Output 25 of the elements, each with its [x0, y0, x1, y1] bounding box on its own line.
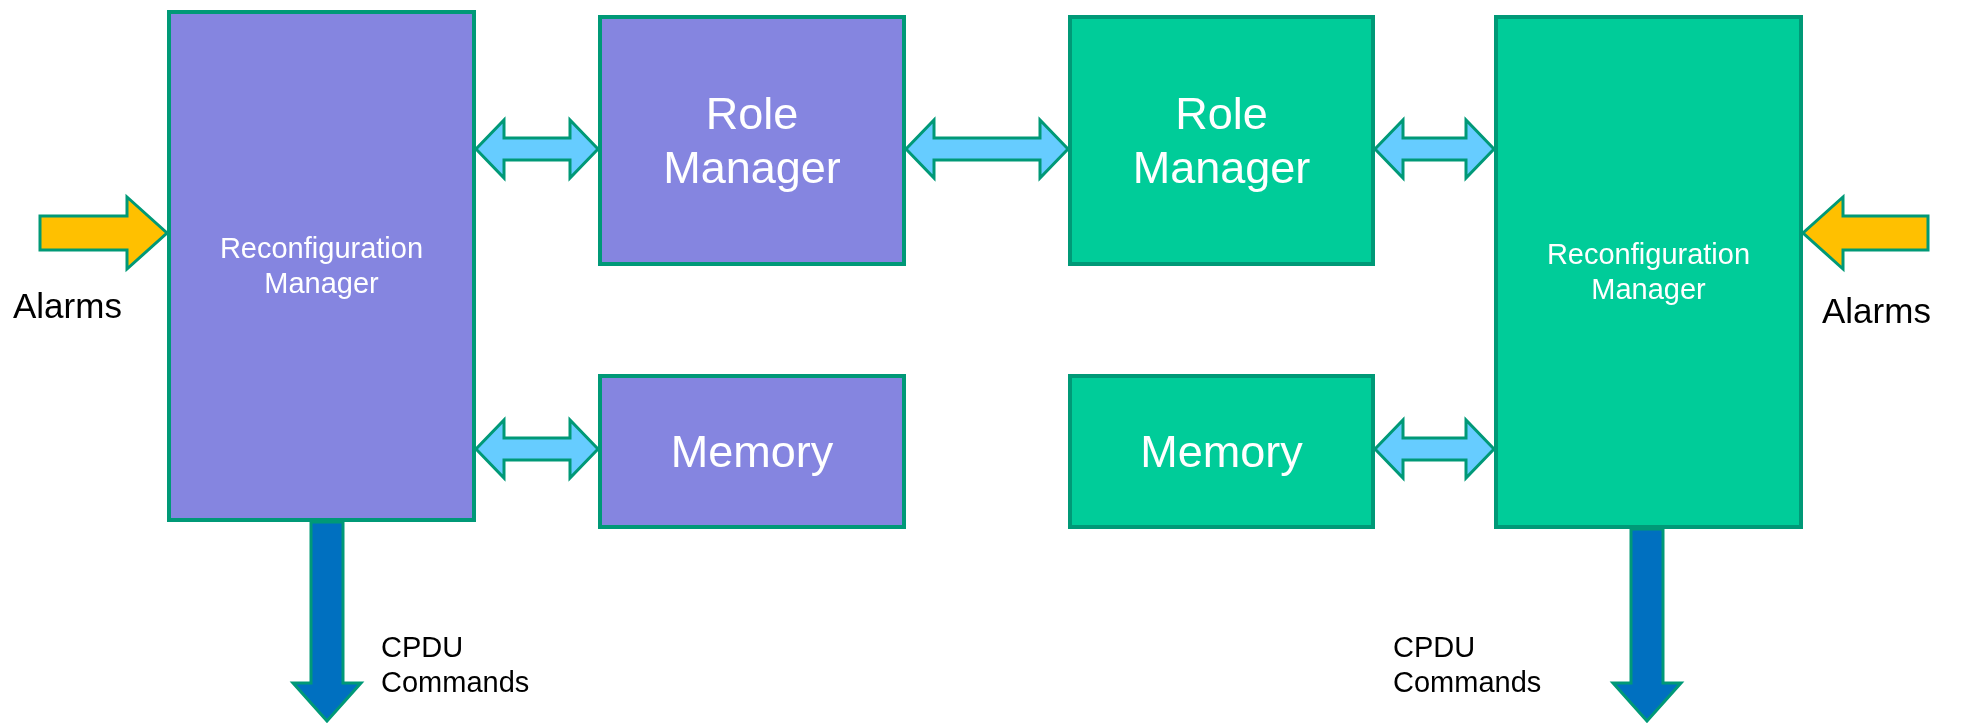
block-arrow	[1372, 116, 1497, 182]
block-arrow	[473, 116, 601, 182]
block-arrow	[289, 520, 365, 723]
block-arrow	[1800, 193, 1930, 273]
block-arrow	[1372, 416, 1497, 482]
block-arrow	[1609, 527, 1685, 723]
process-box	[1068, 374, 1375, 529]
block-arrow	[903, 116, 1071, 182]
process-box	[598, 15, 906, 266]
edge-label: Alarms	[13, 285, 123, 327]
box-label: Memory	[1139, 424, 1304, 479]
box-label: Role Manager	[1131, 86, 1312, 195]
edge-label: CPDU Commands	[381, 630, 531, 700]
edge-label: Alarms	[1822, 290, 1932, 332]
box-label: Memory	[669, 424, 835, 479]
box-label: Reconfiguration Manager	[1545, 237, 1752, 307]
block-arrow	[38, 193, 170, 273]
process-box	[167, 10, 476, 522]
box-label: Role Manager	[662, 86, 842, 195]
box-label: Reconfiguration Manager	[218, 231, 425, 301]
edge-label: CPDU Commands	[1393, 630, 1543, 700]
process-box	[1068, 15, 1375, 266]
block-arrow	[473, 416, 601, 482]
process-box	[598, 374, 906, 529]
process-box	[1494, 15, 1803, 529]
